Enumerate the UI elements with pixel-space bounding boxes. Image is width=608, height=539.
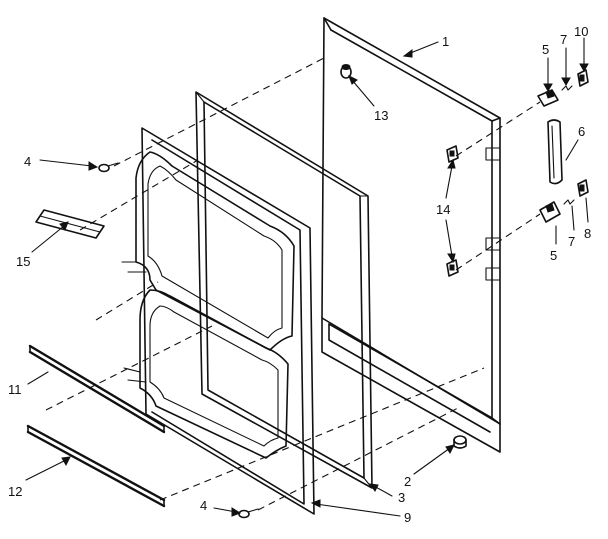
callout-12: 12 bbox=[8, 484, 22, 499]
lower-hinge-assembly bbox=[539, 179, 589, 223]
assembly-guide-lines bbox=[45, 57, 541, 511]
door-stop bbox=[340, 64, 352, 79]
callout-6: 6 bbox=[578, 124, 585, 139]
hinge-nut-lower bbox=[446, 259, 459, 277]
screw-upper bbox=[98, 162, 119, 173]
callout-10: 10 bbox=[574, 24, 588, 39]
door-gasket bbox=[195, 91, 373, 489]
upper-hinge-assembly bbox=[537, 69, 589, 107]
callout-5-upper: 5 bbox=[542, 42, 549, 57]
callout-2: 2 bbox=[404, 474, 411, 489]
callout-13: 13 bbox=[374, 108, 388, 123]
callout-14: 14 bbox=[436, 202, 450, 217]
callout-labels: 1 13 4 15 11 12 14 5 7 10 6 5 7 8 2 3 9 … bbox=[8, 24, 591, 525]
screw-lower bbox=[238, 508, 259, 519]
callout-7-upper: 7 bbox=[560, 32, 567, 47]
nameplate bbox=[35, 209, 105, 239]
callout-4-upper: 4 bbox=[24, 154, 31, 169]
callout-5-lower: 5 bbox=[550, 248, 557, 263]
hinge-nut-upper bbox=[446, 145, 459, 163]
hinge-bar bbox=[547, 119, 563, 185]
leader-lines bbox=[25, 37, 589, 517]
callout-8: 8 bbox=[584, 226, 591, 241]
callout-15: 15 bbox=[16, 254, 30, 269]
callout-3: 3 bbox=[398, 490, 405, 505]
callout-7-lower: 7 bbox=[568, 234, 575, 249]
callout-4-lower: 4 bbox=[200, 498, 207, 513]
callout-1: 1 bbox=[442, 34, 449, 49]
shelf-bar-upper bbox=[28, 344, 166, 434]
bottom-plug bbox=[453, 435, 467, 449]
callout-11: 11 bbox=[8, 382, 22, 397]
outer-door-panel bbox=[321, 17, 501, 453]
shelf-bar-lower bbox=[26, 424, 166, 508]
callout-9: 9 bbox=[404, 510, 411, 525]
door-liner bbox=[121, 127, 315, 515]
